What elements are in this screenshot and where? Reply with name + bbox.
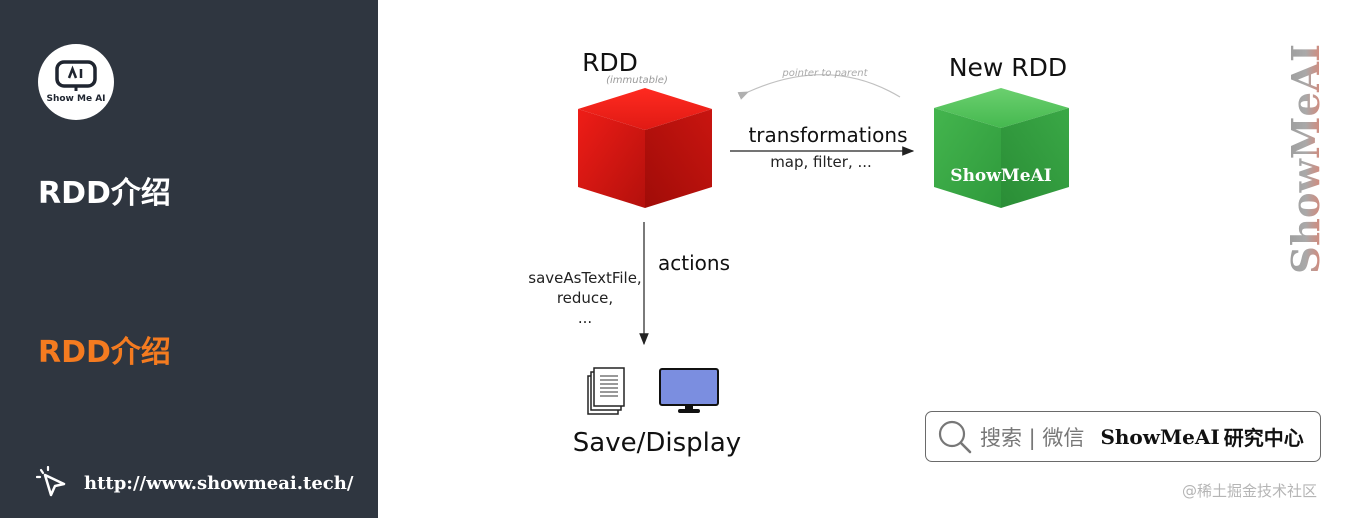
cursor-click-icon <box>36 466 66 497</box>
save-display-label: Save/Display <box>573 428 741 458</box>
search-brand: ShowMeAI <box>1100 424 1220 449</box>
vertical-logo: ShowMeAI <box>1288 44 1328 274</box>
pointer-to-parent-arrow <box>737 74 901 100</box>
actions-label: actions <box>658 251 730 275</box>
section-title: RDD介绍 <box>38 176 171 211</box>
search-box[interactable]: 搜索 | 微信 ShowMeAI 研究中心 <box>925 411 1321 462</box>
vertical-logo-text: ShowMeAI <box>1288 44 1328 274</box>
website-link[interactable]: http://www.showmeai.tech/ <box>36 466 353 500</box>
search-hint: 搜索 | 微信 <box>980 425 1085 450</box>
monitor-icon <box>659 368 719 413</box>
rdd-cube <box>578 88 712 208</box>
new-rdd-label: New RDD <box>949 53 1067 82</box>
search-icon <box>938 420 972 453</box>
action-example-3: ... <box>578 309 592 327</box>
action-example-2: reduce, <box>557 289 613 307</box>
action-example-1: saveAsTextFile, <box>528 269 641 287</box>
showmeai-logo: Show Me AI <box>38 44 114 120</box>
sidebar: Show Me AI RDD介绍 RDD介绍 http://www.showme… <box>0 0 378 518</box>
cube-watermark: ShowMeAI <box>950 166 1051 186</box>
pointer-note: pointer to parent <box>781 68 868 79</box>
rdd-label: RDD <box>582 48 638 77</box>
search-brand-suffix: 研究中心 <box>1223 426 1304 450</box>
logo-text: Show Me AI <box>46 94 106 104</box>
immutable-note: (immutable) <box>606 75 668 86</box>
robot-icon <box>55 60 97 91</box>
new-rdd-cube: ShowMeAI <box>934 88 1069 208</box>
section-title-highlight: RDD介绍 <box>38 335 171 370</box>
community-watermark: @稀土掘金技术社区 <box>1182 482 1318 500</box>
documents-icon <box>587 367 625 415</box>
url-text: http://www.showmeai.tech/ <box>84 472 354 494</box>
transformations-label: transformations <box>748 123 907 147</box>
transformations-examples: map, filter, ... <box>770 153 872 171</box>
